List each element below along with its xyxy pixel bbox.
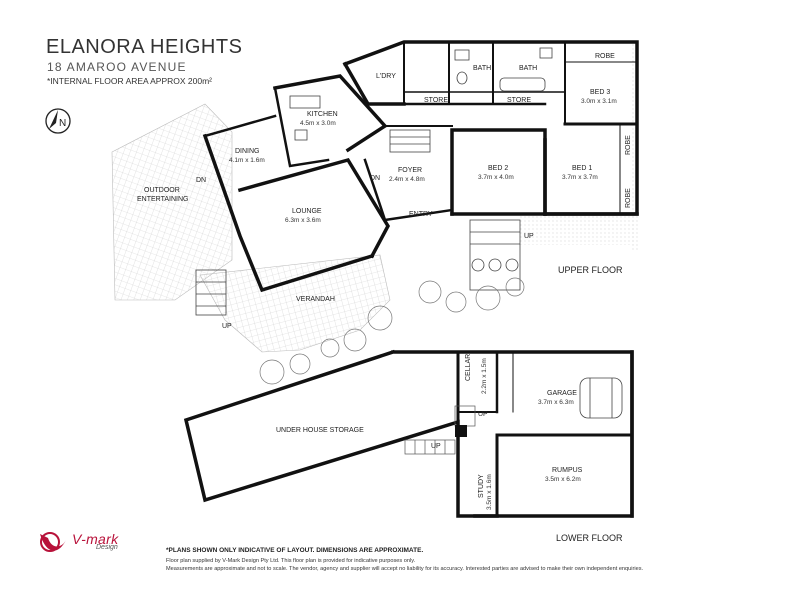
stair-label-up-2: UP xyxy=(524,233,534,240)
room-dim-dining: 4.1m x 1.6m xyxy=(229,157,265,164)
disclaimer-title: *PLANS SHOWN ONLY INDICATIVE OF LAYOUT. … xyxy=(166,547,424,554)
room-label-garage: GARAGE xyxy=(547,390,577,397)
logo-subtitle: Design xyxy=(96,544,118,551)
logo-name: V-mark xyxy=(72,531,119,547)
room-label-outdoor: OUTDOOR xyxy=(144,187,180,194)
room-label-bed-1: BED 1 xyxy=(572,165,592,172)
lower-walls xyxy=(183,349,634,518)
vmark-logo-icon xyxy=(40,532,66,552)
upper-walls xyxy=(202,40,639,293)
room-label-dining: DINING xyxy=(235,148,260,155)
room-label-robe-1: ROBE xyxy=(595,53,615,60)
room-dim-foyer: 2.4m x 4.8m xyxy=(389,176,425,183)
room-dim-bed-3: 3.0m x 3.1m xyxy=(581,98,617,105)
property-title: ELANORA HEIGHTS xyxy=(46,36,243,58)
room-dim-kitchen: 4.5m x 3.0m xyxy=(300,120,336,127)
room-label-lounge: LOUNGE xyxy=(292,208,322,215)
stair-label-up-1: UP xyxy=(222,323,232,330)
north-arrow-icon: N xyxy=(45,108,71,134)
north-letter: N xyxy=(59,118,66,129)
floor-area-note: *INTERNAL FLOOR AREA APPROX 200m² xyxy=(47,76,213,86)
room-label-study: STUDY xyxy=(478,474,485,498)
room-dim-garage: 3.7m x 6.3m xyxy=(538,399,574,406)
stair-label-up-lower-2: UP xyxy=(431,443,441,450)
room-label-bath-2: BATH xyxy=(519,65,537,72)
garden-area xyxy=(630,40,640,250)
room-label-store-2: STORE xyxy=(507,97,531,104)
room-label-cellar: CELLAR xyxy=(465,354,472,381)
stair-label-dn-2: DN xyxy=(370,175,380,182)
room-dim-cellar: 2.2m x 1.5m xyxy=(481,358,488,394)
room-label-foyer: FOYER xyxy=(398,167,422,174)
room-label-rumpus: RUMPUS xyxy=(552,467,583,474)
room-dim-lounge: 6.3m x 3.6m xyxy=(285,217,321,224)
car-icon xyxy=(579,377,623,419)
garden-area-2 xyxy=(520,215,635,245)
room-label-store-1: STORE xyxy=(424,97,448,104)
disclaimer-text: Floor plan supplied by V-Mark Design Pty… xyxy=(166,557,686,573)
room-dim-bed-1: 3.7m x 3.7m xyxy=(562,174,598,181)
lower-floor-label: LOWER FLOOR xyxy=(556,533,623,543)
upper-floor-label: UPPER FLOOR xyxy=(558,265,623,275)
room-label-bed-3: BED 3 xyxy=(590,89,610,96)
outdoor-deck xyxy=(111,103,233,301)
shrubs xyxy=(259,277,525,385)
room-label-storage: UNDER HOUSE STORAGE xyxy=(276,427,364,434)
room-label-bath-1: BATH xyxy=(473,65,491,72)
lower-column xyxy=(455,425,467,437)
disclaimer-line-2: Measurements are approximate and not to … xyxy=(166,566,644,572)
stair-label-up-lower-1: UP xyxy=(478,411,488,418)
room-label-verandah: VERANDAH xyxy=(296,296,335,303)
room-label-laundry: L'DRY xyxy=(376,73,396,80)
room-label-kitchen: KITCHEN xyxy=(307,111,338,118)
room-label-entertaining: ENTERTAINING xyxy=(137,196,188,203)
room-dim-bed-2: 3.7m x 4.0m xyxy=(478,174,514,181)
property-address: 18 AMAROO AVENUE xyxy=(47,60,187,74)
room-dim-rumpus: 3.5m x 6.2m xyxy=(545,476,581,483)
room-label-entry: ENTRY xyxy=(409,211,433,218)
room-dim-study: 3.5m x 1.6m xyxy=(486,474,493,510)
disclaimer-line-1: Floor plan supplied by V-Mark Design Pty… xyxy=(166,558,416,564)
room-label-bed-2: BED 2 xyxy=(488,165,508,172)
room-label-robe-3: ROBE xyxy=(625,188,632,208)
stair-label-dn-1: DN xyxy=(196,177,206,184)
verandah-deck xyxy=(199,254,391,353)
fixtures xyxy=(195,47,553,316)
room-label-robe-2: ROBE xyxy=(625,135,632,155)
